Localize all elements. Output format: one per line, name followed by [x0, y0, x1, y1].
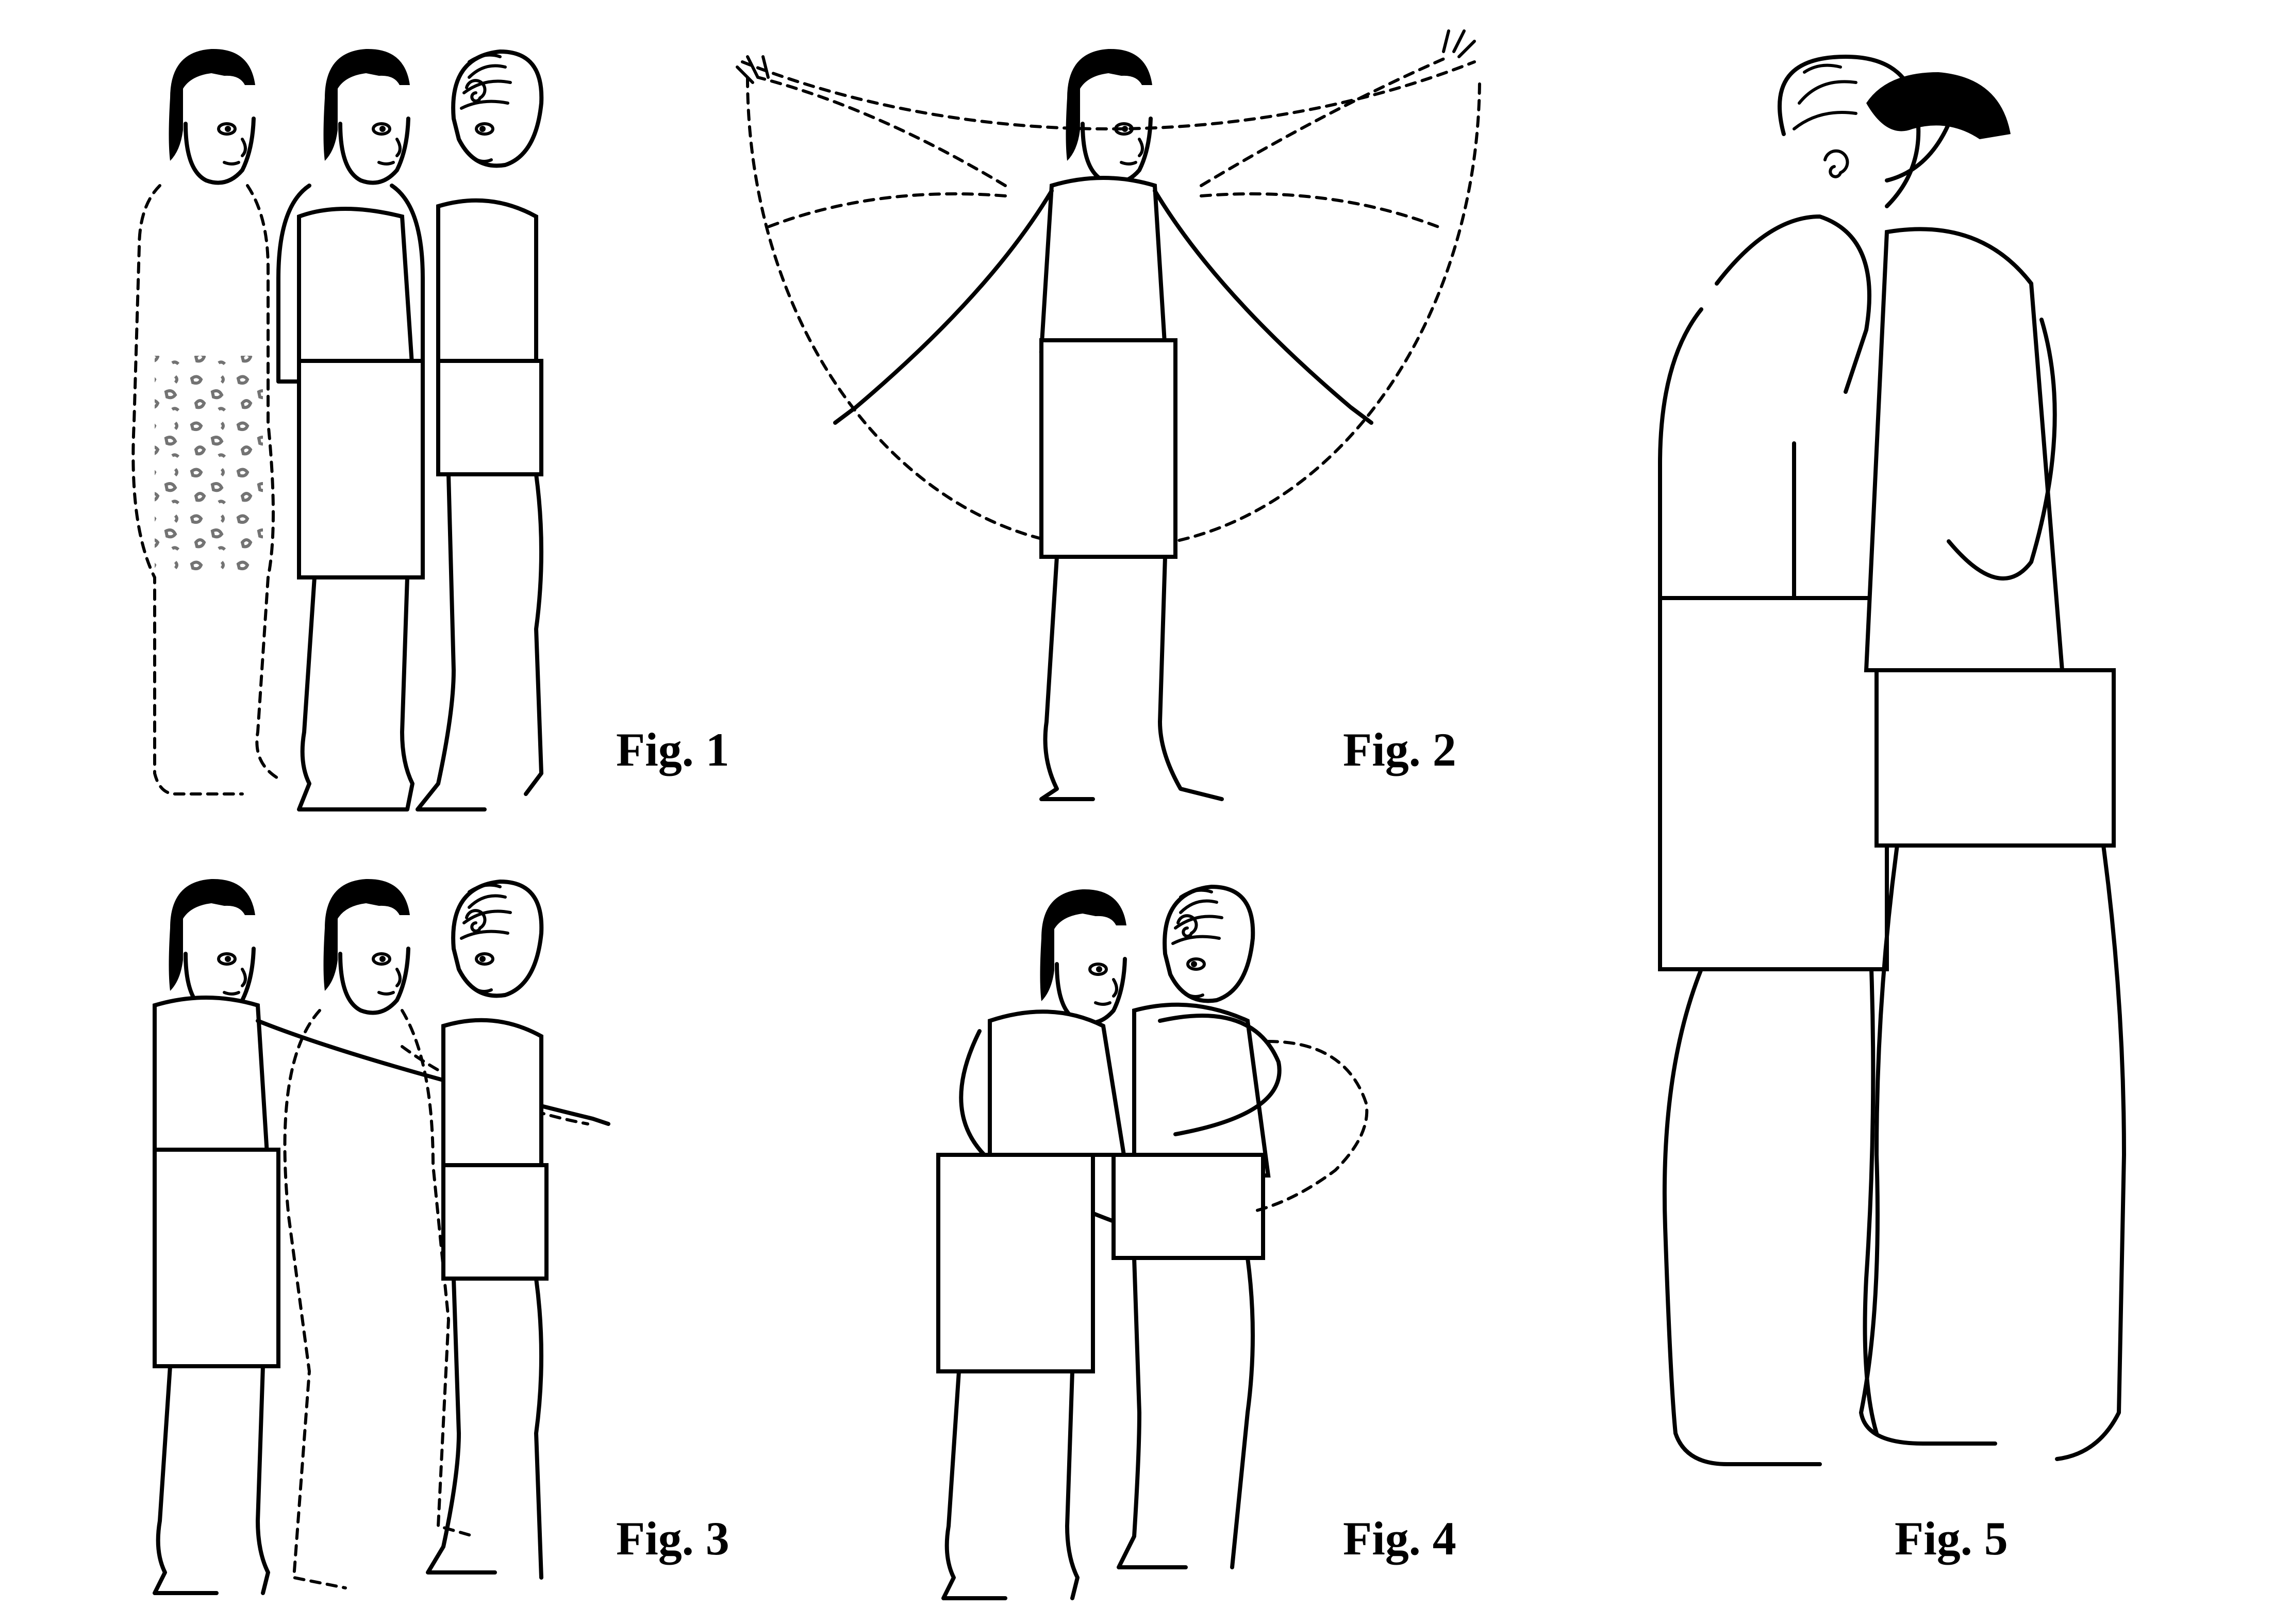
- figure-4-caption: Fig. 4: [1343, 1512, 1456, 1565]
- ghost-figure: [131, 49, 280, 796]
- figure-2-caption: Fig. 2: [1343, 723, 1456, 776]
- light-hair-figure: [1111, 887, 1369, 1569]
- figure-4: Fig. 4: [936, 887, 1456, 1600]
- light-hair-figure: [426, 882, 549, 1580]
- figure-1-caption: Fig. 1: [616, 723, 729, 776]
- light-hair-figure: [416, 52, 541, 811]
- light-hair-figure: [1658, 55, 1921, 1466]
- figure-2: Fig. 2: [736, 29, 1481, 801]
- figure-5: Fig. 5: [1658, 55, 2126, 1565]
- dark-hair-figure: [276, 49, 425, 811]
- dark-hair-figure: [153, 879, 610, 1595]
- figure-5-caption: Fig. 5: [1895, 1512, 2008, 1565]
- figure-1: Fig. 1: [131, 49, 729, 811]
- reach-arc: [741, 60, 1476, 130]
- dark-hair-figure: [1715, 72, 2126, 1461]
- figure-3: Fig. 3: [153, 879, 729, 1595]
- figure-3-caption: Fig. 3: [616, 1512, 729, 1565]
- arms-figure: [833, 49, 1373, 801]
